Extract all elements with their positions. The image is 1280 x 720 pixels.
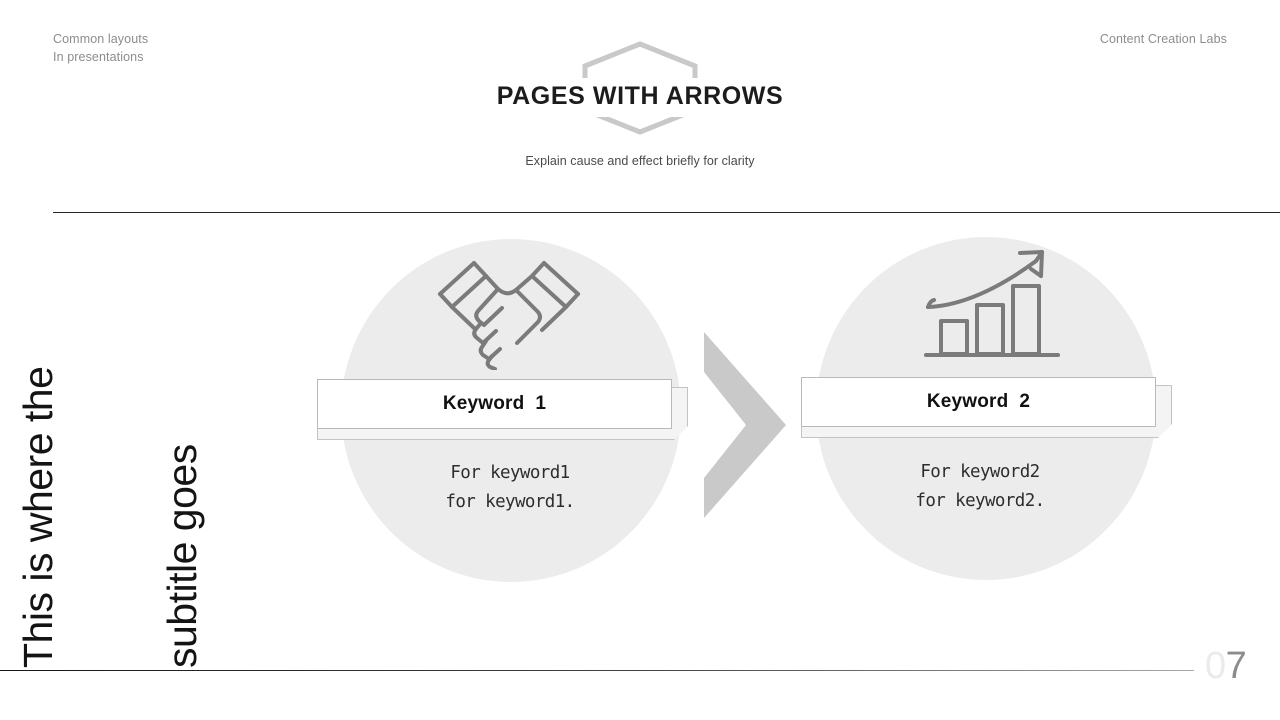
growth-chart-icon [918,245,1068,365]
step-1-body-text: For keyword1 for keyword1. [445,463,575,512]
header-left-line-1: Common layouts [53,32,149,46]
step-2-keyword-label: Keyword 2 [926,391,1031,412]
step-2-body-text: For keyword2 for keyword2. [915,462,1045,511]
page-number: 07 [1205,643,1247,689]
step-2-keyword-banner[interactable]: Keyword 2 [801,377,1170,439]
chevron-right-icon [702,330,786,520]
step-1-keyword-banner[interactable]: Keyword 1 [317,379,686,441]
page-number-digit: 7 [1225,645,1247,687]
header-right-brand: Content Creation Labs [1099,32,1227,46]
header-left-line-2: In presentations [53,49,144,64]
page-title: PAGES WITH ARROWS [0,78,1280,117]
step-1-keyword-label: Keyword 1 [442,393,547,414]
page-number-zero: 0 [1205,645,1226,687]
side-subtitle-line-2: subtitle goes [159,444,205,668]
side-subtitle-line-1: This is where the [15,366,61,668]
step-1-banner-front: Keyword 1 [317,379,672,429]
title-block: PAGES WITH ARROWS Explain cause and effe… [0,40,1280,180]
header-left-caption: Common layouts In presentations [53,31,148,66]
step-2-banner-front: Keyword 2 [801,377,1156,427]
header-divider-rule [53,212,1280,213]
page-subtitle: Explain cause and effect briefly for cla… [525,154,755,168]
handshake-icon [434,250,584,370]
footer-divider-rule [0,670,1194,672]
side-subtitle: This is where the subtitle goes [0,248,254,668]
